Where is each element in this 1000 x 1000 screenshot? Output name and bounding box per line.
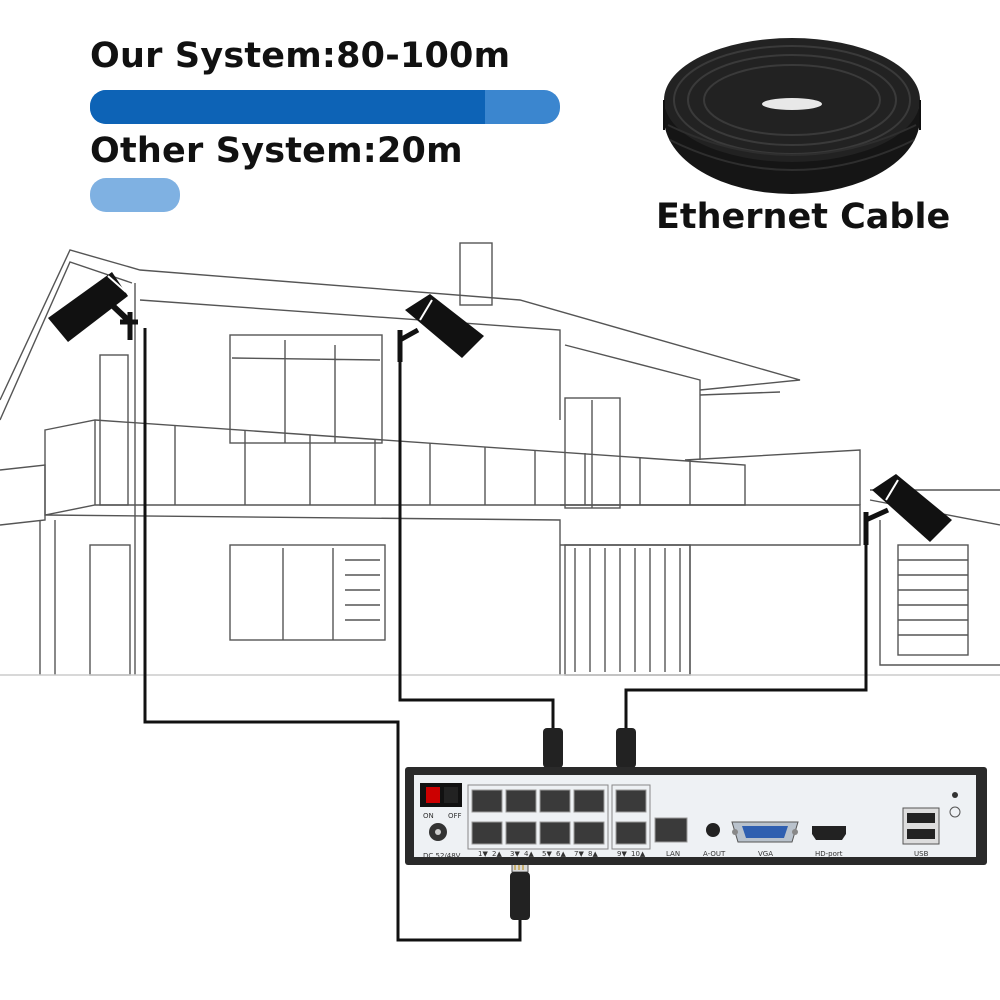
port-label: 5▼ xyxy=(542,850,552,858)
our-system-label: Our System:80-100m xyxy=(90,36,511,76)
port-label: 6▲ xyxy=(556,850,566,858)
port-label: 10▲ xyxy=(631,850,646,858)
our-system-bar-fill xyxy=(90,90,485,124)
power-on-label: ON xyxy=(423,812,434,820)
port-label: 4▲ xyxy=(524,850,534,858)
port-label: 3▼ xyxy=(510,850,520,858)
usb-label: USB xyxy=(914,850,929,858)
port-label: 9▼ xyxy=(617,850,627,858)
power-off-label: OFF xyxy=(448,812,462,820)
other-system-label: Other System:20m xyxy=(90,131,463,171)
usb-port-icon xyxy=(902,807,940,845)
vga-port-icon xyxy=(731,821,799,843)
hdmi-port-icon xyxy=(812,826,846,840)
nvr-recorder: ON OFF DC 52/48V 1▼ 2▲ 3▼ 4▲ 5▼ 6▲ 7▼ 8▲… xyxy=(405,767,987,865)
other-system-bar xyxy=(90,178,180,212)
lan-label: LAN xyxy=(666,850,680,858)
camera-icon xyxy=(863,474,952,545)
port-label: 7▼ xyxy=(574,850,584,858)
ethernet-cable-label: Ethernet Cable xyxy=(656,197,951,237)
dc-label: DC 52/48V xyxy=(423,852,461,860)
cable-runs xyxy=(143,328,868,942)
camera-icon xyxy=(48,272,138,342)
audio-out-label: A-OUT xyxy=(703,850,726,858)
house-illustration xyxy=(0,242,1000,676)
port-label: 2▲ xyxy=(492,850,502,858)
vga-label: VGA xyxy=(758,850,773,858)
port-label: 8▲ xyxy=(588,850,598,858)
hdmi-label: HD-port xyxy=(815,850,843,858)
camera-icon xyxy=(397,294,484,362)
ethernet-cable-coil-icon xyxy=(663,38,921,194)
port-label: 1▼ xyxy=(478,850,488,858)
